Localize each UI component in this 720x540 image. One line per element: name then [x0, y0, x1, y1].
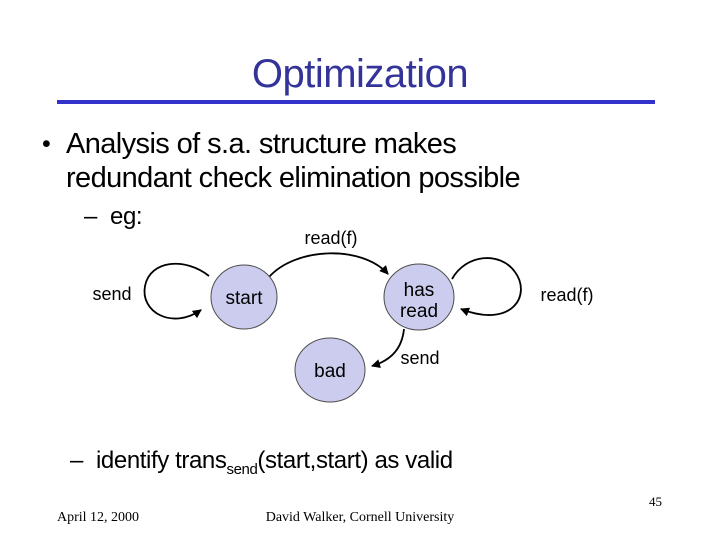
state-start	[210, 264, 278, 330]
label-send-self-loop-start: send	[92, 284, 131, 304]
page-title: Optimization	[251, 52, 469, 96]
bullet-line-1: Analysis of s.a. structure makes	[66, 128, 457, 160]
page-number: 45	[649, 494, 662, 509]
transition-read-start-to-has-read	[268, 252, 389, 278]
state-bad	[294, 337, 366, 403]
state-has-read	[383, 263, 455, 331]
title-underline	[57, 100, 655, 104]
identify-text: identify transsend(start,start) as valid	[96, 447, 453, 478]
bullet-marker: •	[42, 130, 51, 158]
state-has-read-label-line2: read	[400, 301, 438, 322]
state-bad-label: bad	[314, 361, 346, 382]
identify-prefix: identify trans	[96, 447, 227, 474]
dash-marker: –	[70, 447, 83, 474]
transition-read-self-loop-has-read	[451, 257, 522, 317]
bullet-item: • Analysis of s.a. structure makes redun…	[42, 127, 521, 195]
label-read-start-to-has-read: read(f)	[304, 228, 357, 248]
transition-send-has-read-to-bad	[371, 328, 405, 369]
sub-bullet-identify: – identify transsend(start,start) as val…	[70, 447, 453, 478]
label-read-self-loop-has-read: read(f)	[540, 285, 593, 305]
transition-send-self-loop-start	[143, 262, 210, 320]
bullet-line-2: redundant check elimination possible	[66, 162, 521, 194]
eg-label: eg:	[110, 203, 143, 230]
identify-suffix: (start,start) as valid	[257, 447, 453, 474]
label-send-has-read-to-bad: send	[400, 348, 439, 368]
state-has-read-label-line1: has	[404, 280, 435, 301]
bullet-text: Analysis of s.a. structure makes redunda…	[66, 127, 521, 195]
sub-bullet-eg: – eg:	[84, 203, 143, 231]
state-start-label: start	[226, 288, 264, 309]
footer-credit: David Walker, Cornell University	[265, 510, 455, 525]
footer-date: April 12, 2000	[57, 510, 140, 525]
dash-marker: –	[84, 203, 97, 230]
identify-subscript: send	[226, 461, 258, 478]
